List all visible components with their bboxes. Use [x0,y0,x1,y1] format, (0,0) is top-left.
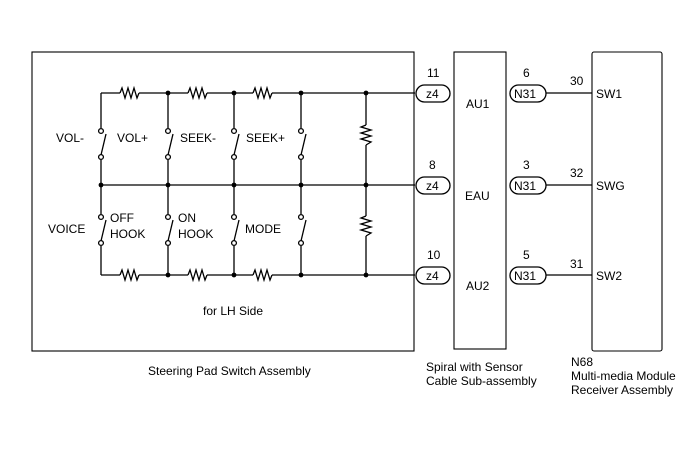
switch-vol-minus [97,93,107,185]
z4-pin-1: 11 [427,66,440,80]
terminal-sw2: SW2 [596,269,622,283]
label-on-hook: HOOK [178,227,213,241]
connector-n31-1: N31 6 [509,66,547,103]
label-vol-plus: VOL+ [117,131,148,145]
receiver-name-2: Receiver Assembly [571,383,673,397]
label-on: ON [178,211,196,225]
svg-text:N31: N31 [514,179,536,193]
receiver-box [591,51,663,352]
switch-seek-plus [297,93,307,185]
z4-pin-2: 8 [429,158,436,172]
label-seek-plus: SEEK+ [246,131,285,145]
label-vol-minus: VOL- [56,131,84,145]
switch-voice [97,185,107,275]
spiral-name-2: Cable Sub-assembly [426,374,537,388]
switch-on-hook [230,185,240,275]
vertical-resistors [358,93,374,275]
label-off-hook: HOOK [110,227,145,241]
label-seek-minus: SEEK- [180,131,216,145]
n31-pin-3: 5 [523,248,530,262]
switch-assembly-box [31,51,415,352]
junction-dots [98,90,369,278]
receiver-id: N68 [571,355,593,369]
n68-pin-30: 30 [570,74,584,88]
n68-pin-31: 31 [570,257,584,271]
label-off: OFF [110,211,134,225]
svg-text:z4: z4 [426,87,439,101]
svg-text:z4: z4 [426,269,439,283]
connector-z4-3: z4 10 [415,248,451,285]
bottom-rail [101,267,415,283]
switch-off-hook [164,185,174,275]
label-voice: VOICE [48,222,85,236]
connector-z4-1: z4 11 [415,66,451,103]
svg-text:N31: N31 [514,269,536,283]
label-mode: MODE [245,222,281,236]
top-rail [101,85,415,101]
spiral-name-1: Spiral with Sensor [426,360,523,374]
n31-pin-2: 3 [523,158,530,172]
receiver-name-1: Multi-media Module [571,369,676,383]
n31-pin-1: 6 [523,66,530,80]
switch-mode [297,185,307,275]
n68-pin-32: 32 [570,166,584,180]
connector-z4-2: z4 8 [415,158,451,195]
switch-vol-plus [164,93,174,185]
side-label: for LH Side [203,304,263,318]
terminal-sw1: SW1 [596,87,622,101]
terminal-swg: SWG [596,179,625,193]
spiral-box [453,51,507,350]
svg-text:N31: N31 [514,87,536,101]
switch-assembly-name: Steering Pad Switch Assembly [148,364,311,378]
spiral-pin-au2: AU2 [466,279,490,293]
connector-n31-2: N31 3 [509,158,547,195]
z4-pin-3: 10 [427,248,441,262]
svg-text:z4: z4 [426,179,439,193]
switch-seek-minus [230,93,240,185]
connector-n31-3: N31 5 [509,248,547,285]
spiral-pin-au1: AU1 [466,97,490,111]
spiral-pin-eau: EAU [465,189,490,203]
